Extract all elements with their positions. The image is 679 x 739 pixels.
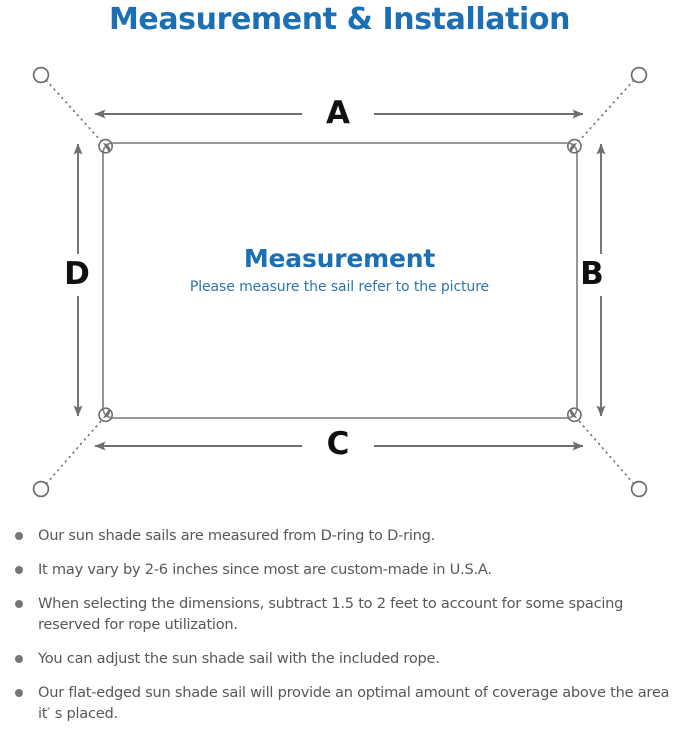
- note-item: Our flat-edged sun shade sail will provi…: [10, 682, 679, 724]
- anchor-bottom-right: [630, 480, 648, 498]
- bullet-icon: [15, 655, 23, 663]
- sail-body: [102, 142, 578, 419]
- bullet-icon: [15, 689, 23, 697]
- d-ring-top-right: [567, 138, 582, 154]
- d-ring-bottom-right: [567, 407, 582, 423]
- bullet-icon: [15, 532, 23, 540]
- note-item: Our sun shade sails are measured from D-…: [10, 525, 679, 546]
- anchor-points: [32, 66, 648, 498]
- notes-list: Our sun shade sails are measured from D-…: [10, 525, 679, 724]
- dimension-label-b: B: [580, 256, 604, 292]
- dimension-label-c: C: [326, 426, 350, 462]
- note-text: It may vary by 2-6 inches since most are…: [38, 561, 492, 578]
- note-item: When selecting the dimensions, subtract …: [10, 593, 679, 635]
- d-ring-top-left: [98, 138, 113, 154]
- rope-top-right: [578, 79, 635, 142]
- sail-measurement-heading: Measurement: [243, 244, 436, 273]
- rope-lines: [45, 79, 635, 485]
- rope-bottom-left: [45, 420, 102, 485]
- note-text: You can adjust the sun shade sail with t…: [38, 650, 440, 667]
- dimension-label-a: A: [326, 95, 350, 131]
- d-ring-bottom-left: [98, 407, 113, 423]
- rope-bottom-right: [578, 420, 635, 485]
- note-item: It may vary by 2-6 inches since most are…: [10, 559, 679, 580]
- page-title: Measurement & Installation: [108, 2, 571, 37]
- d-rings: [98, 138, 582, 423]
- dimension-label-d: D: [64, 256, 90, 292]
- bullet-icon: [15, 600, 23, 608]
- note-text: When selecting the dimensions, subtract …: [38, 595, 624, 633]
- bullet-icon: [15, 566, 23, 574]
- anchor-bottom-left: [32, 480, 50, 498]
- note-item: You can adjust the sun shade sail with t…: [10, 648, 679, 669]
- rope-top-left: [45, 79, 102, 142]
- diagram-svg: [32, 66, 648, 498]
- anchor-top-left: [32, 66, 50, 84]
- anchor-top-right: [630, 66, 648, 84]
- note-text: Our sun shade sails are measured from D-…: [38, 527, 436, 544]
- sail-measurement-diagram: [0, 44, 679, 514]
- sail-measurement-subtext: Please measure the sail refer to the pic…: [189, 279, 490, 295]
- note-text: Our flat-edged sun shade sail will provi…: [38, 684, 670, 722]
